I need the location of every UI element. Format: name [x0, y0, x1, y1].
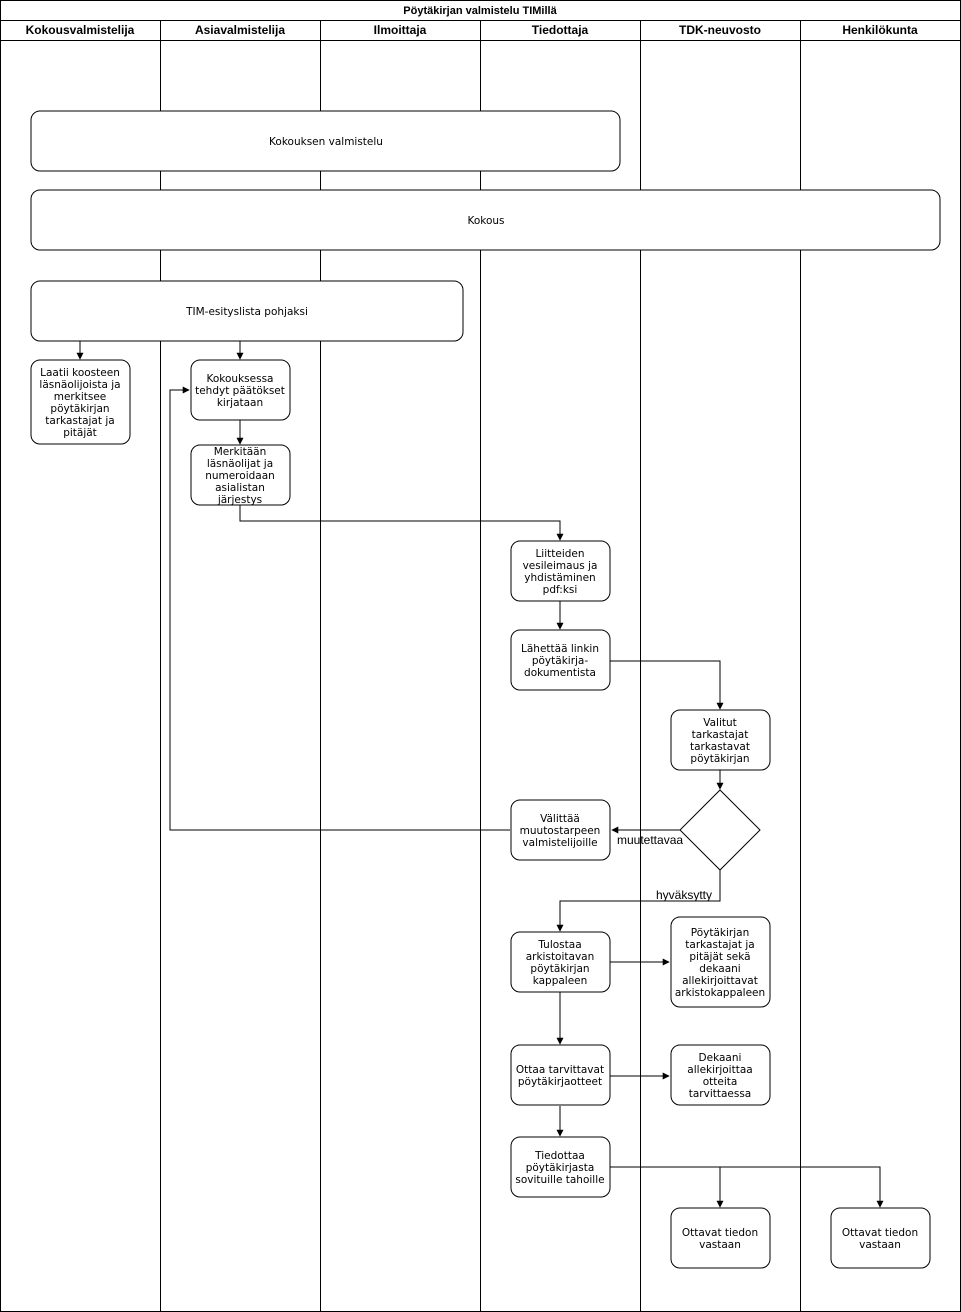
edges — [76, 341, 884, 1208]
node-label-line: Ottavat tiedon — [682, 1227, 758, 1239]
node-label-line: Kokouksessa — [207, 373, 274, 385]
node-label-line: Merkitään — [214, 446, 266, 458]
node-label-line: vastaan — [859, 1239, 901, 1251]
lane-header-tiedottaja: Tiedottaja — [532, 23, 589, 37]
decision-diamond — [679, 789, 761, 871]
node-label-line: merkitsee — [54, 391, 107, 403]
node-label-line: Dekaani — [699, 1052, 742, 1064]
node-label-line: sovituille tahoille — [515, 1174, 604, 1186]
node-label-line: vastaan — [699, 1239, 741, 1251]
node-label-line: Ottaa tarvittavat — [516, 1064, 604, 1076]
node-label-line: Tulostaa — [537, 939, 581, 951]
edge-decision-to-tulostaa — [556, 870, 721, 932]
node-kokous: Kokous — [30, 189, 941, 251]
lane-header-asiavalmistelija: Asiavalmistelija — [195, 23, 285, 37]
node-label-line: Ottavat tiedon — [842, 1227, 918, 1239]
lane-header-ilmoittaja: Ilmoittaja — [374, 23, 427, 37]
node-label-line: tehdyt päätökset — [195, 385, 285, 397]
node-label-line: pöytäkirjan — [50, 403, 109, 415]
node-label-line: pöytäkirjasta — [526, 1162, 595, 1174]
node-label-line: Liitteiden — [535, 548, 584, 560]
node-label-line: arkistokappaleen — [675, 987, 765, 999]
edge-merkitaan-to-liitteiden — [239, 505, 564, 541]
node-label-line: Laatii koosteen — [40, 367, 120, 379]
node-label-line: yhdistäminen — [524, 572, 595, 584]
node-label-line: järjestys — [217, 494, 262, 506]
node-label-line: pöytäkirjan — [690, 753, 749, 765]
node-tulostaa-arkistoitavan: Tulostaaarkistoitavanpöytäkirjankappalee… — [510, 931, 611, 993]
node-label-line: otteita — [703, 1076, 738, 1088]
node-label-line: arkistoitavan — [526, 951, 595, 963]
edge-tiedottaa-to-henkilokunta — [610, 1166, 884, 1208]
node-label-line: Tiedottaa — [534, 1150, 585, 1162]
node-label-line: läsnäolijat ja — [207, 458, 273, 470]
node-kokouksen-valmistelu: Kokouksen valmistelu — [30, 110, 621, 172]
node-label-line: kappaleen — [533, 975, 588, 987]
node-label-line: Valitut — [703, 717, 737, 729]
node-label-line: pöytäkirjan — [530, 963, 589, 975]
node-label-line: tarvittaessa — [689, 1088, 752, 1100]
edge-label-hyvaksytty: hyväksytty — [656, 888, 712, 902]
node-label-line: TIM-esityslista pohjaksi — [185, 306, 308, 318]
lane-header-tdk-neuvosto: TDK-neuvosto — [679, 23, 761, 37]
node-label-line: valmistelijoille — [522, 837, 597, 849]
node-label-line: Pöytäkirjan — [691, 927, 749, 939]
node-label-line: muutostarpeen — [520, 825, 601, 837]
node-label-line: tarkastajat — [692, 729, 749, 741]
edge-label-muutettavaa: muutettavaa — [617, 833, 683, 847]
edge-valittaa-to-paatokset — [169, 386, 510, 831]
node-label-line: tarkastavat — [690, 741, 750, 753]
node-label-line: tarkastajat ja — [45, 415, 114, 427]
node-label-line: numeroidaan — [205, 470, 275, 482]
node-label-line: Kokouksen valmistelu — [269, 136, 383, 148]
node-label-line: pöytäkirjaotteet — [518, 1076, 602, 1088]
node-label-line: Kokous — [467, 215, 504, 227]
lane-header-kokousvalmistelija: Kokousvalmistelija — [26, 23, 135, 37]
node-label-line: kirjataan — [217, 397, 263, 409]
node-label-line: dekaani — [699, 963, 740, 975]
node-label-line: tarkastajat ja — [685, 939, 754, 951]
node-tim-esityslista: TIM-esityslista pohjaksi — [30, 280, 464, 342]
node-label-line: allekirjoittavat — [682, 975, 758, 987]
node-label-line: Lähettää linkin — [521, 643, 599, 655]
node-label-line: läsnäolijoista ja — [39, 379, 120, 391]
diagram-title: Pöytäkirjan valmistelu TIMillä — [403, 5, 557, 17]
node-label-line: pitäjät — [63, 427, 97, 439]
node-label-line: Välittää — [540, 813, 580, 825]
node-label-line: pdf:ksi — [543, 584, 578, 596]
node-label-line: pöytäkirja- — [532, 655, 589, 667]
node-label-line: vesileimaus ja — [523, 560, 598, 572]
node-label-line: pitäjät sekä — [689, 951, 750, 963]
lane-header-henkilokunta: Henkilökunta — [842, 23, 918, 37]
edge-lahettaa-to-valitut — [610, 660, 724, 710]
node-label-line: allekirjoittaa — [687, 1064, 752, 1076]
node-label-line: asialistan — [215, 482, 265, 494]
node-label-line: dokumentista — [524, 667, 596, 679]
